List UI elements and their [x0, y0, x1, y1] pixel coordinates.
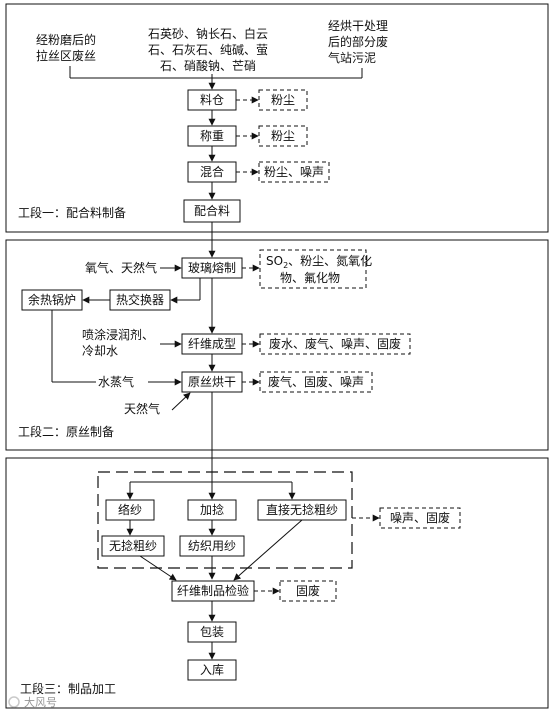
- arrow-roving-to-inspection: [139, 555, 177, 581]
- sizing-input-line2: 冷却水: [82, 344, 118, 358]
- silo-emission-box: [258, 89, 308, 111]
- natural-gas-arrow: [171, 392, 191, 411]
- drying-emission-label: 废气、固废、噪声: [268, 374, 364, 389]
- mix-emission-box: [258, 161, 330, 183]
- stage3-panel: [5, 457, 549, 709]
- batch-label: 配合料: [194, 203, 230, 218]
- sizing-input-line1: 喷涂浸润剂、: [82, 327, 154, 342]
- input-waste-silk-line1: 经粉磨后的: [36, 32, 96, 47]
- drying-label: 原丝烘干: [188, 375, 236, 389]
- drying-emission-box: [259, 371, 373, 393]
- boiler-label: 余热锅炉: [28, 292, 76, 307]
- twisting-label: 加捻: [200, 503, 224, 517]
- inspection-emission-label: 固废: [296, 583, 320, 598]
- textile-yarn-label: 纺织用纱: [188, 539, 236, 553]
- melt-emission-line2: 物、氟化物: [280, 271, 340, 285]
- fuel-input-label: 氧气、天然气: [85, 260, 157, 275]
- mix-label: 混合: [200, 164, 224, 179]
- melt-emission-box: [259, 249, 367, 289]
- input-minerals-line2: 石、石灰石、纯碱、萤: [148, 43, 268, 57]
- forming-emission-label: 废水、废气、噪声、固废: [269, 336, 401, 351]
- storage-label: 入库: [200, 662, 224, 677]
- input-sludge-line3: 气站污泥: [328, 50, 376, 65]
- input-sludge-line2: 后的部分废: [328, 34, 388, 49]
- process-emission-label: 噪声、固废: [390, 510, 450, 525]
- winding-label: 络纱: [118, 502, 142, 517]
- processing-group-frame: [97, 471, 353, 569]
- weigh-emission-box: [258, 125, 308, 147]
- input-minerals-line1: 石英砂、钠长石、白云: [148, 26, 268, 41]
- packaging-label: 包装: [200, 625, 224, 639]
- forming-emission-box: [259, 333, 411, 355]
- watermark-label: 大风号: [24, 695, 57, 709]
- watermark: 大风号: [8, 695, 57, 709]
- weigh-emission-label: 粉尘: [271, 129, 295, 143]
- mix-emission-label: 粉尘、噪声: [264, 165, 324, 179]
- direct-roving-label: 直接无捻粗纱: [266, 502, 338, 517]
- stage2-panel: [5, 239, 549, 451]
- stage2-label: 工段二：原丝制备: [18, 424, 114, 439]
- steam-label: 水蒸气: [98, 374, 134, 389]
- stage1-label: 工段一：配合料制备: [18, 205, 126, 220]
- inspection-label: 纤维制品检验: [177, 583, 249, 598]
- roving-label: 无捻粗纱: [109, 539, 157, 553]
- watermark-logo-icon: [8, 696, 20, 708]
- silo-label: 料仓: [200, 93, 224, 107]
- arrow-direct-to-inspection: [233, 519, 303, 581]
- input-waste-silk-line2: 拉丝区废丝: [36, 48, 96, 63]
- input-minerals-line3: 石、硝酸钠、芒硝: [160, 58, 256, 73]
- stage3-label: 工段三：制品加工: [20, 681, 116, 696]
- storage-box: [187, 659, 237, 681]
- weigh-label: 称重: [200, 129, 224, 143]
- stage1-panel: [5, 3, 549, 233]
- input-sludge-line1: 经烘干处理: [328, 19, 388, 33]
- inspection-emission-box: [279, 580, 337, 602]
- natural-gas-label: 天然气: [124, 401, 160, 416]
- melt-label: 玻璃熔制: [188, 260, 236, 275]
- heat-exchanger-label: 热交换器: [116, 292, 164, 307]
- process-emission-box: [379, 507, 461, 529]
- silo-emission-label: 粉尘: [271, 93, 295, 107]
- roving-box: [101, 535, 165, 557]
- melt-emission-line1: SO2、粉尘、氮氧化: [266, 253, 372, 270]
- forming-label: 纤维成型: [188, 337, 236, 351]
